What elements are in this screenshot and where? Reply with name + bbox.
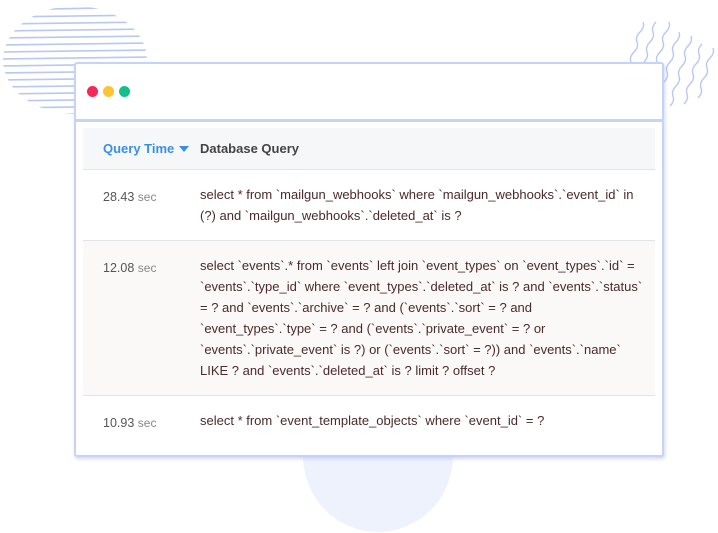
slow-queries-table: Query Time Database Query 28.43 sec sele…	[83, 128, 655, 445]
query-time-unit: sec	[137, 190, 157, 204]
column-header-database-query[interactable]: Database Query	[200, 141, 299, 156]
query-time-value: 12.08	[103, 261, 135, 275]
table-row: 12.08 sec select `events`.* from `events…	[83, 241, 655, 396]
sort-desc-icon	[179, 145, 190, 152]
query-time-unit: sec	[137, 416, 157, 430]
query-time-label: Query Time	[103, 141, 175, 156]
table-row: 10.93 sec select * from `event_template_…	[83, 396, 655, 445]
minimize-window-button[interactable]	[103, 86, 114, 97]
table-row: 28.43 sec select * from `mailgun_webhook…	[83, 170, 655, 241]
query-time-unit: sec	[137, 261, 157, 275]
app-window: Query Time Database Query 28.43 sec sele…	[74, 62, 664, 457]
query-time-cell: 12.08 sec	[83, 241, 200, 395]
query-time-value: 28.43	[103, 190, 135, 204]
column-header-query-time[interactable]: Query Time	[83, 141, 190, 156]
window-titlebar	[76, 64, 662, 122]
query-text-cell: select * from `event_template_objects` w…	[200, 413, 545, 428]
query-time-value: 10.93	[103, 416, 135, 430]
query-time-cell: 10.93 sec	[83, 396, 200, 445]
query-text-cell: select `events`.* from `events` left joi…	[200, 258, 643, 378]
maximize-window-button[interactable]	[119, 86, 130, 97]
query-time-cell: 28.43 sec	[83, 170, 200, 240]
close-window-button[interactable]	[87, 86, 98, 97]
query-text-cell: select * from `mailgun_webhooks` where `…	[200, 187, 634, 223]
table-header: Query Time Database Query	[83, 128, 655, 170]
